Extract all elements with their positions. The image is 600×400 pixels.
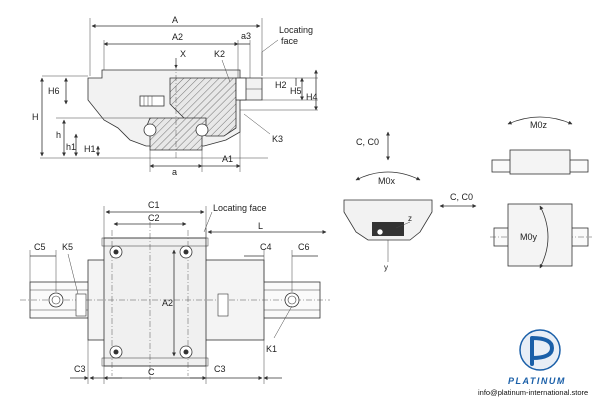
dim-K5: K5 — [62, 242, 73, 252]
front-locating-face-line2: face — [281, 36, 298, 46]
moment-M0y: M0y — [520, 232, 538, 242]
contact-email: info@platinum-international.store — [478, 388, 588, 397]
dim-A2: A2 — [172, 32, 183, 42]
axis-z: z — [408, 214, 412, 223]
dim-A: A — [172, 15, 178, 25]
ball-right — [195, 123, 209, 137]
load-direction-diagram: C, C0 M0x z y C, C0 — [343, 131, 477, 272]
moment-diagrams: M0z M0y — [490, 116, 592, 269]
dim-K3: K3 — [272, 134, 283, 144]
dim-C: C — [148, 367, 155, 377]
dim-C4: C4 — [260, 242, 272, 252]
ball-left — [143, 123, 157, 137]
dim-H: H — [32, 112, 39, 122]
dim-H5: H5 — [290, 86, 302, 96]
dim-C1: C1 — [148, 200, 160, 210]
dim-H4: H4 — [306, 92, 318, 102]
rail-end-profile — [372, 222, 404, 236]
load-C-C0-horizontal: C, C0 — [450, 192, 473, 202]
front-locating-face-line1: Locating — [279, 25, 313, 35]
load-C-C0-vertical: C, C0 — [356, 137, 379, 147]
dim-C5: C5 — [34, 242, 46, 252]
dim-A1: A1 — [222, 154, 233, 164]
dim-C2: C2 — [148, 213, 160, 223]
dim-a3: a3 — [241, 31, 251, 41]
logo-name: PLATINUM — [508, 376, 566, 386]
lube-fitting-right — [217, 293, 229, 317]
logo-icon — [519, 329, 561, 371]
m0z-carriage — [509, 149, 571, 175]
rail-hole-right — [284, 292, 300, 308]
front-section-view: A A2 a3 X Locating face K2 H6 H h — [32, 15, 318, 177]
dim-X: X — [180, 49, 186, 59]
top-plan-view: C1 C2 Locating face L C5 K5 C4 C6 A2 K1 — [20, 200, 330, 384]
brand-logo: PLATINUM — [508, 329, 566, 386]
dim-C3-left: C3 — [74, 364, 86, 374]
dim-K1: K1 — [266, 344, 277, 354]
m0y-carriage — [507, 203, 573, 267]
carriage-hole-tr — [179, 245, 193, 259]
dim-H1: H1 — [84, 144, 96, 154]
rail-hole-left — [48, 292, 64, 308]
dim-L: L — [258, 221, 263, 231]
carriage-hole-bl — [109, 345, 123, 359]
dim-a: a — [172, 167, 177, 177]
plan-carriage-body — [103, 237, 207, 367]
carriage-hole-br — [179, 345, 193, 359]
dim-h: h — [56, 130, 61, 140]
moment-M0z: M0z — [530, 120, 548, 130]
dim-H6: H6 — [48, 86, 60, 96]
carriage-end-profile — [343, 199, 433, 241]
side-seal — [235, 77, 247, 101]
moment-M0x: M0x — [378, 176, 396, 186]
lube-fitting-left — [75, 293, 87, 317]
carriage-hole-tl — [109, 245, 123, 259]
axis-y: y — [384, 263, 388, 272]
top-locating-face: Locating face — [213, 203, 267, 213]
dim-h1: h1 — [66, 142, 76, 152]
dim-H2: H2 — [275, 80, 287, 90]
dim-C6: C6 — [298, 242, 310, 252]
dim-C3-right: C3 — [214, 364, 226, 374]
dim-K2: K2 — [214, 49, 225, 59]
top-dim-A2: A2 — [162, 298, 173, 308]
